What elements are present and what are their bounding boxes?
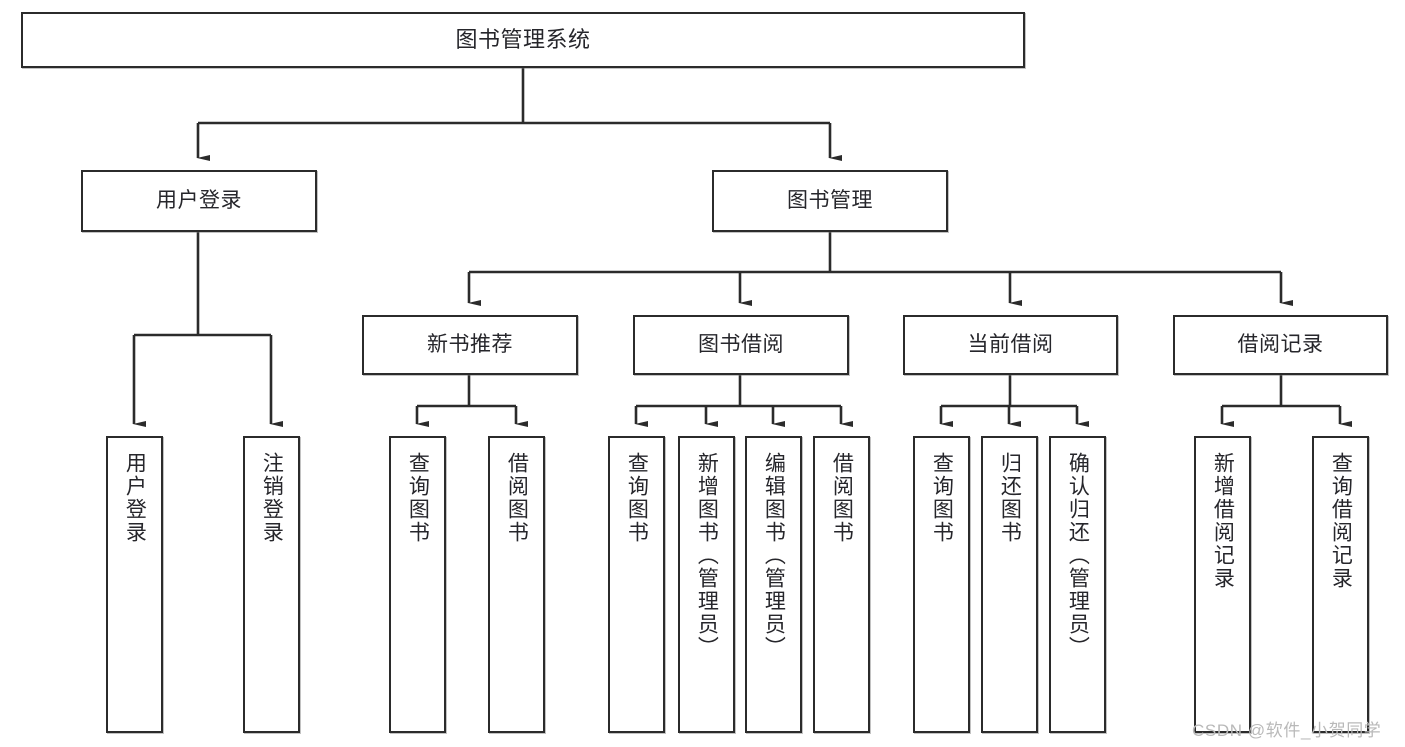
node-borrow-record-label: 借阅记录 xyxy=(1237,333,1324,357)
node-book-manage-label: 图书管理 xyxy=(787,189,873,213)
node-leaf-add-borrow-record-label: 新增借阅记录 xyxy=(1211,452,1235,590)
node-leaf-query-book-1[interactable]: 查询图书 xyxy=(389,436,446,733)
node-leaf-add-book-label: 新增图书（管理员） xyxy=(695,452,719,659)
node-current-borrow-label: 当前借阅 xyxy=(967,333,1054,357)
node-leaf-borrow-book-2-label: 借阅图书 xyxy=(830,452,854,544)
node-leaf-return-book-label: 归还图书 xyxy=(998,452,1022,544)
node-leaf-borrow-book-1[interactable]: 借阅图书 xyxy=(488,436,545,733)
node-leaf-confirm-return-label: 确认归还（管理员） xyxy=(1066,452,1090,659)
csdn-watermark: CSDN @软件_小贺同学 xyxy=(1192,721,1382,740)
node-book-borrow-label: 图书借阅 xyxy=(698,333,784,357)
node-leaf-logout-login[interactable]: 注销登录 xyxy=(243,436,300,733)
node-leaf-query-book-3-label: 查询图书 xyxy=(930,452,954,544)
node-user-login-label: 用户登录 xyxy=(156,189,242,213)
node-leaf-query-borrow-record[interactable]: 查询借阅记录 xyxy=(1312,436,1369,733)
node-leaf-query-borrow-record-label: 查询借阅记录 xyxy=(1329,452,1353,590)
node-current-borrow[interactable]: 当前借阅 xyxy=(903,315,1118,375)
node-leaf-confirm-return[interactable]: 确认归还（管理员） xyxy=(1049,436,1106,733)
node-leaf-query-book-2-label: 查询图书 xyxy=(625,452,649,544)
node-leaf-borrow-book-2[interactable]: 借阅图书 xyxy=(813,436,870,733)
node-new-book-recommend-label: 新书推荐 xyxy=(427,333,513,357)
node-root[interactable]: 图书管理系统 xyxy=(21,12,1025,68)
node-leaf-logout-login-label: 注销登录 xyxy=(260,452,284,544)
node-new-book-recommend[interactable]: 新书推荐 xyxy=(362,315,578,375)
node-borrow-record[interactable]: 借阅记录 xyxy=(1173,315,1388,375)
node-leaf-query-book-1-label: 查询图书 xyxy=(406,452,430,544)
node-book-manage[interactable]: 图书管理 xyxy=(712,170,948,232)
node-user-login[interactable]: 用户登录 xyxy=(81,170,317,232)
node-leaf-query-book-2[interactable]: 查询图书 xyxy=(608,436,665,733)
node-leaf-user-login-label: 用户登录 xyxy=(123,452,147,544)
node-leaf-add-borrow-record[interactable]: 新增借阅记录 xyxy=(1194,436,1251,733)
node-leaf-user-login[interactable]: 用户登录 xyxy=(106,436,163,733)
node-leaf-edit-book-label: 编辑图书（管理员） xyxy=(762,452,786,659)
node-leaf-query-book-3[interactable]: 查询图书 xyxy=(913,436,970,733)
node-leaf-add-book[interactable]: 新增图书（管理员） xyxy=(678,436,735,733)
node-leaf-edit-book[interactable]: 编辑图书（管理员） xyxy=(745,436,802,733)
node-root-label: 图书管理系统 xyxy=(455,26,591,52)
node-leaf-borrow-book-1-label: 借阅图书 xyxy=(505,452,529,544)
node-leaf-return-book[interactable]: 归还图书 xyxy=(981,436,1038,733)
node-book-borrow[interactable]: 图书借阅 xyxy=(633,315,849,375)
